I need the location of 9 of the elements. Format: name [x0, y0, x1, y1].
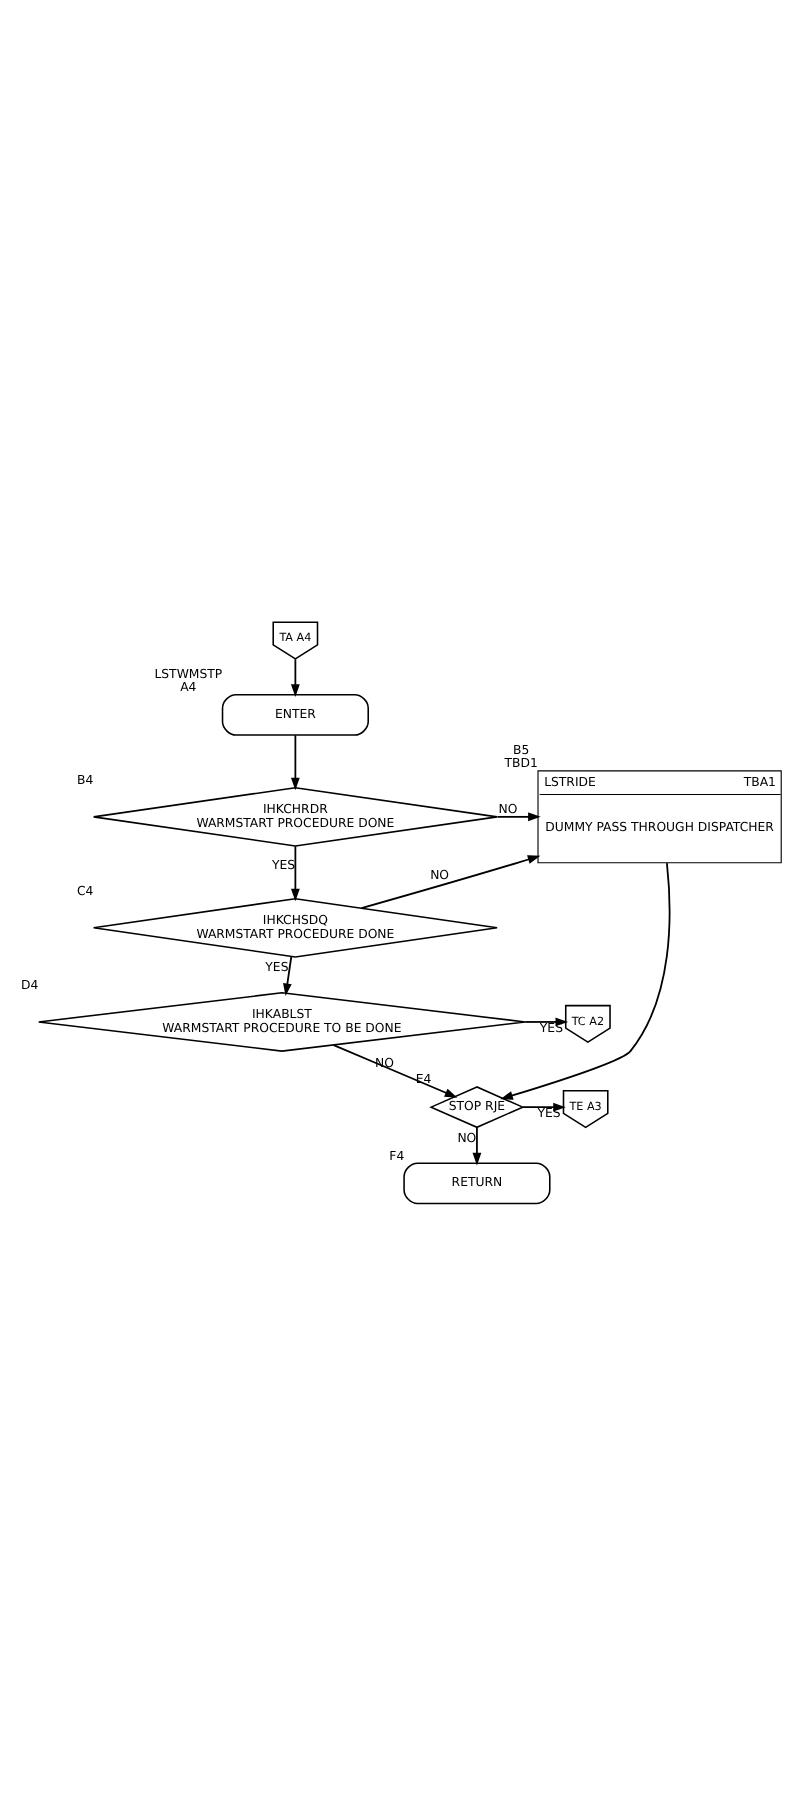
arrow [332, 1043, 458, 1097]
arrow [290, 657, 300, 696]
arrow [283, 954, 293, 995]
arrow [360, 854, 541, 908]
arrow [496, 811, 541, 821]
arrow [500, 861, 671, 1099]
arrow [290, 844, 300, 901]
arrow [472, 1125, 482, 1165]
arrow [290, 733, 300, 790]
